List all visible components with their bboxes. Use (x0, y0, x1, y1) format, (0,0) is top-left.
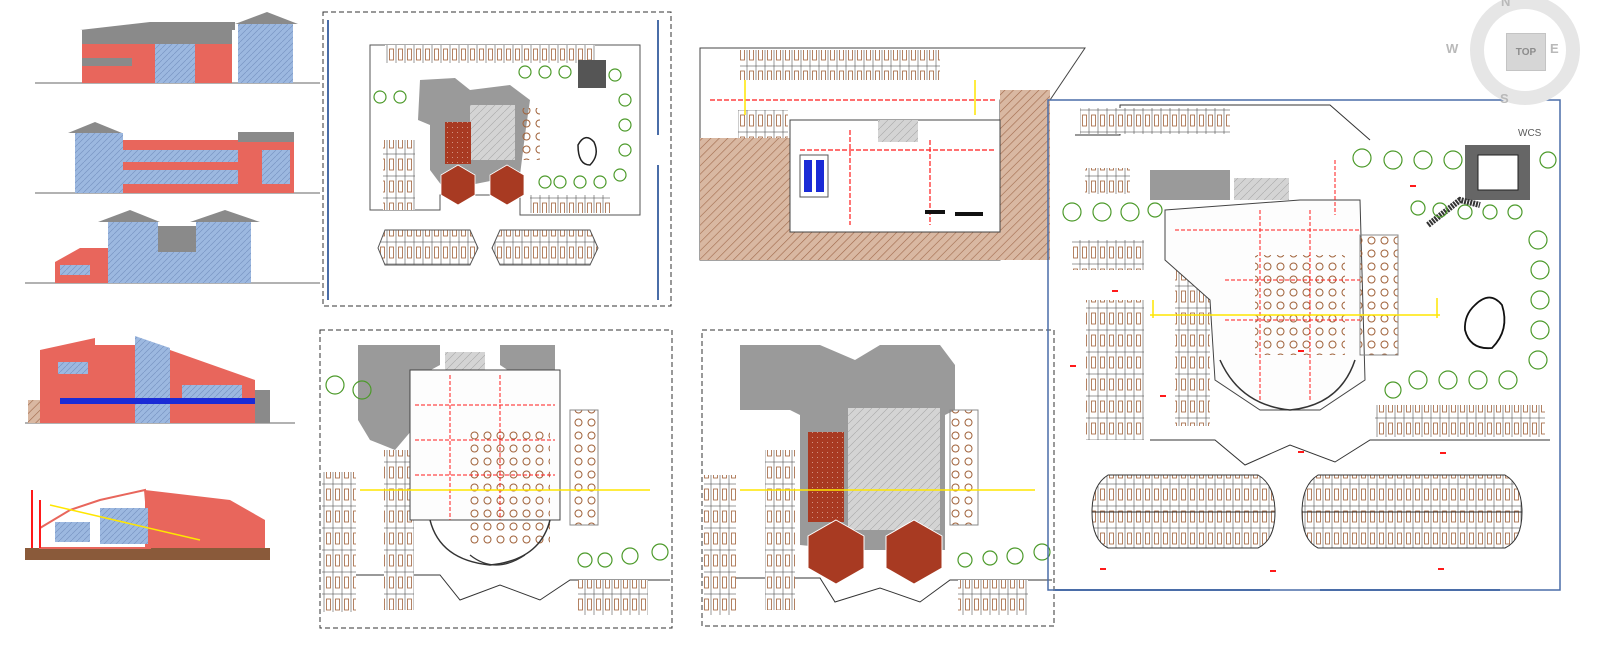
elevation-1 (35, 12, 320, 84)
site-plan-1 (322, 11, 672, 307)
compass-ring-icon (1470, 0, 1580, 105)
ucs-label[interactable]: WCS (1518, 128, 1542, 139)
compass-east-label[interactable]: E (1550, 41, 1559, 56)
viewcube[interactable]: N S E W TOP (1446, 0, 1600, 110)
elevation-3 (25, 210, 320, 284)
viewcube-top-face[interactable]: TOP (1506, 33, 1546, 71)
elevation-2 (35, 122, 320, 194)
compass-north-label[interactable]: N (1501, 0, 1511, 9)
section-5 (25, 488, 270, 560)
compass-south-label[interactable]: S (1500, 91, 1509, 106)
site-plan-3 (701, 329, 1055, 627)
compass-west-label[interactable]: W (1446, 41, 1459, 56)
elevation-4 (25, 336, 295, 424)
site-plan-2 (319, 329, 673, 629)
main-floor-plan (1047, 99, 1561, 591)
floor-plan-parking (699, 47, 1086, 261)
